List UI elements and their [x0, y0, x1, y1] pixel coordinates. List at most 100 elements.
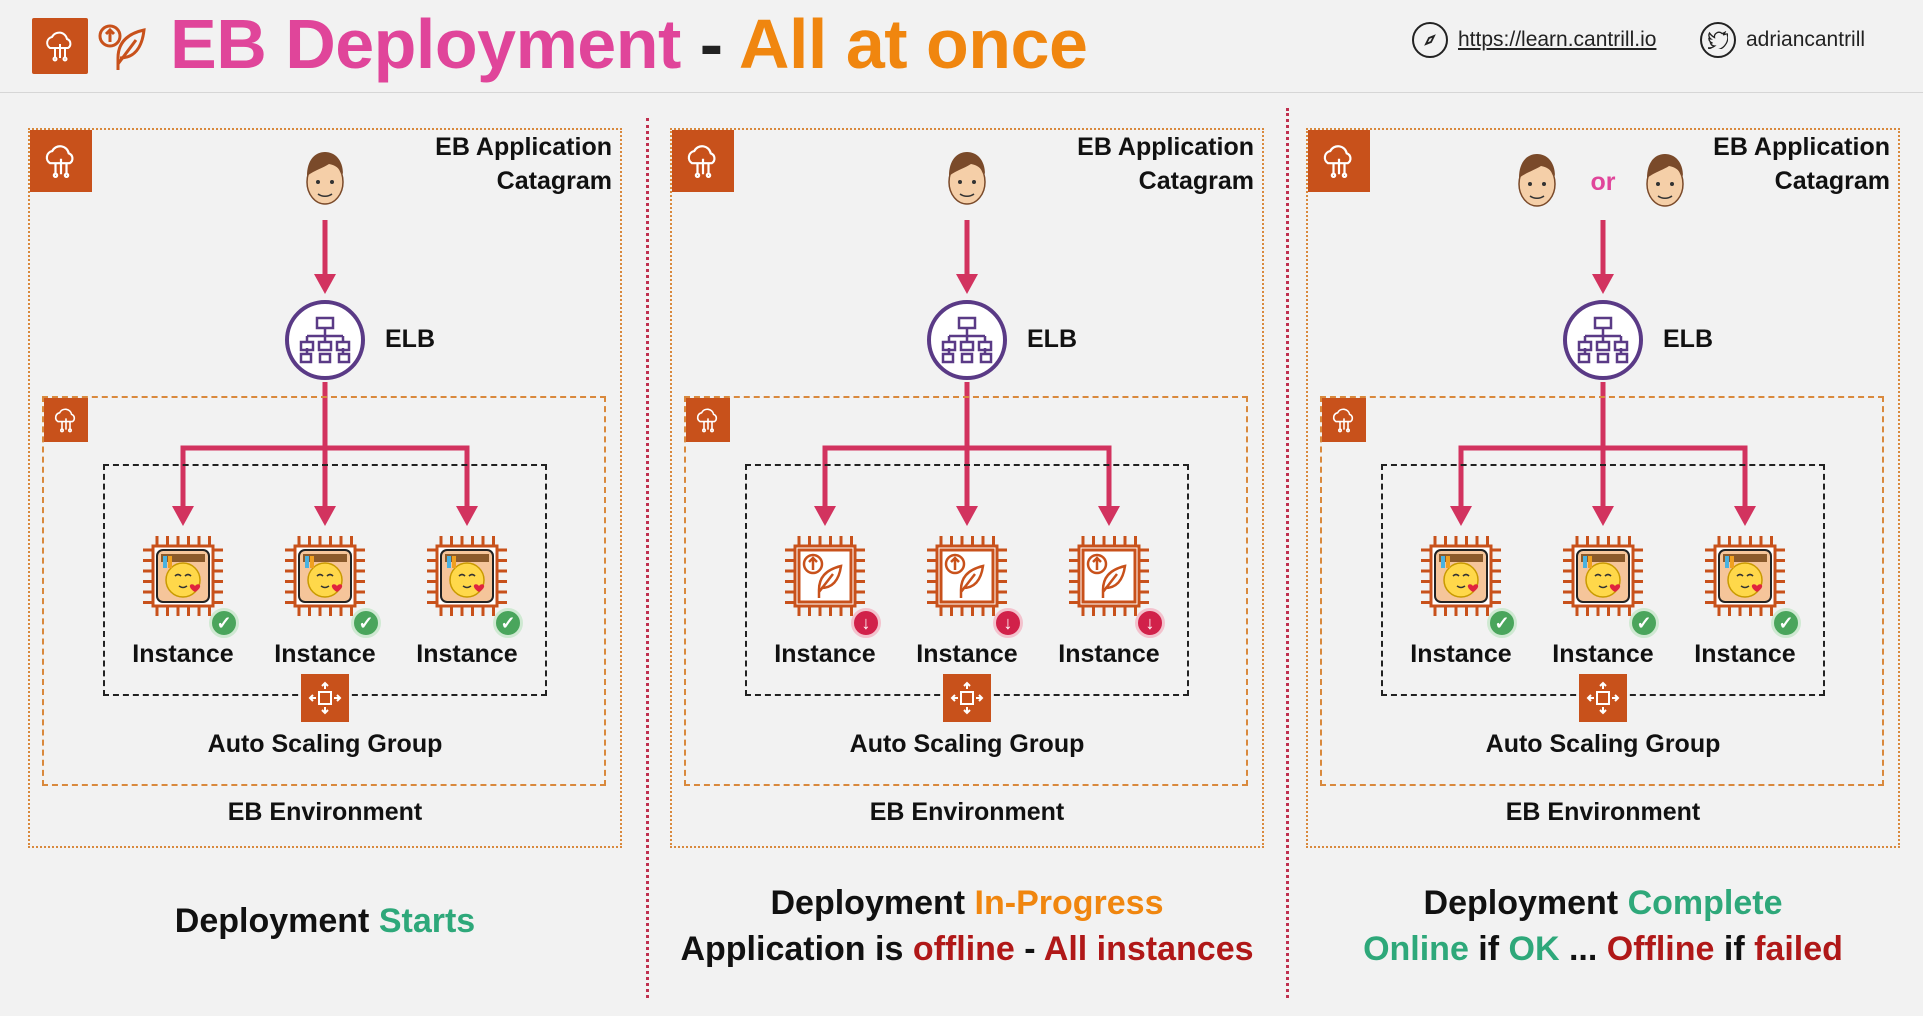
caption-segment: Complete	[1627, 884, 1783, 922]
ec2-instance-icon	[775, 526, 875, 626]
user-icon	[301, 148, 349, 210]
compass-icon	[1412, 22, 1448, 58]
eb-environment-icon	[1322, 398, 1366, 442]
user-icon	[943, 148, 991, 210]
auto-scaling-icon	[301, 674, 349, 722]
auto-scaling-group-label: Auto Scaling Group	[207, 730, 443, 758]
app-label-line1: EB Application	[1713, 133, 1890, 161]
app-label-line2: Catagram	[1138, 167, 1254, 195]
elb-label: ELB	[1663, 325, 1713, 353]
instance-label: Instance	[274, 640, 376, 668]
user-icon	[1513, 150, 1561, 212]
auto-scaling-group-label: Auto Scaling Group	[849, 730, 1085, 758]
auto-scaling-icon	[943, 674, 991, 722]
healthy-check-icon: ✓	[1629, 608, 1659, 638]
caption-segment: In-Progress	[974, 884, 1164, 922]
elb-icon	[1563, 300, 1643, 380]
elb-icon	[927, 300, 1007, 380]
caption-line: Deployment In-Progress	[650, 880, 1284, 926]
ec2-instance-icon	[133, 526, 233, 626]
page-title: EB Deployment - All at once	[170, 5, 1088, 83]
offline-down-icon: ↓	[1135, 608, 1165, 638]
offline-down-icon: ↓	[993, 608, 1023, 638]
ec2-instance-icon	[275, 526, 375, 626]
twitter-handle-text[interactable]: adriancantrill	[1746, 28, 1866, 51]
eb-environment-box	[1320, 396, 1884, 786]
panel-divider	[1286, 108, 1289, 998]
healthy-check-icon: ✓	[1771, 608, 1801, 638]
instance-label: Instance	[774, 640, 876, 668]
header-bar	[0, 0, 1923, 93]
deployment-caption: Deployment Starts	[8, 898, 642, 944]
app-label-line2: Catagram	[1774, 167, 1890, 195]
eb-environment-label: EB Environment	[1505, 798, 1701, 826]
instance-label: Instance	[916, 640, 1018, 668]
twitter-handle[interactable]: adriancantrill	[1700, 22, 1865, 58]
eb-application-icon	[672, 130, 734, 192]
caption-segment: if	[1468, 930, 1509, 968]
caption-line: Online if OK ... Offline if failed	[1286, 926, 1920, 972]
auto-scaling-group-label: Auto Scaling Group	[1485, 730, 1721, 758]
caption-segment: if	[1714, 930, 1755, 968]
app-label-line2: Catagram	[496, 167, 612, 195]
caption-segment: Application is	[680, 930, 913, 968]
caption-segment: OK	[1508, 930, 1560, 968]
twitter-icon	[1700, 22, 1736, 58]
elb-label: ELB	[385, 325, 435, 353]
course-link-text[interactable]: https://learn.cantrill.io	[1458, 28, 1657, 51]
eb-application-box	[28, 128, 622, 848]
eb-environment-label: EB Environment	[227, 798, 423, 826]
instance-label: Instance	[132, 640, 234, 668]
caption-segment: All instances	[1043, 930, 1254, 968]
eb-environment-icon	[686, 398, 730, 442]
app-label-line1: EB Application	[435, 133, 612, 161]
caption-segment: -	[1014, 930, 1044, 968]
panel-divider	[646, 118, 649, 998]
instance-label: Instance	[1694, 640, 1796, 668]
ec2-instance-icon	[417, 526, 517, 626]
beanstalk-leaf-icon	[96, 18, 152, 74]
user-icon	[1641, 150, 1689, 212]
connection-arrows	[1450, 220, 1756, 526]
ec2-instance-icon	[1695, 526, 1795, 626]
healthy-check-icon: ✓	[1487, 608, 1517, 638]
course-link[interactable]: https://learn.cantrill.io	[1412, 22, 1656, 58]
eb-environment-box	[42, 396, 606, 786]
eb-environment-label: EB Environment	[869, 798, 1065, 826]
eb-application-box	[670, 128, 1264, 848]
caption-segment: Offline	[1606, 930, 1715, 968]
eb-environment-icon	[44, 398, 88, 442]
instance-label: Instance	[416, 640, 518, 668]
instance-label: Instance	[1410, 640, 1512, 668]
caption-segment: Deployment	[174, 902, 379, 940]
caption-segment: ...	[1559, 930, 1607, 968]
caption-line: Application is offline - All instances	[650, 926, 1284, 972]
ec2-instance-icon	[1411, 526, 1511, 626]
healthy-check-icon: ✓	[209, 608, 239, 638]
eb-application-icon	[30, 130, 92, 192]
ec2-instance-icon	[1553, 526, 1653, 626]
elastic-beanstalk-logo-icon	[32, 18, 88, 74]
caption-line: Deployment Starts	[8, 898, 642, 944]
ec2-instance-icon	[917, 526, 1017, 626]
or-label: or	[1590, 168, 1616, 196]
ec2-instance-icon	[1059, 526, 1159, 626]
eb-application-icon	[1308, 130, 1370, 192]
caption-line: Deployment Complete	[1286, 880, 1920, 926]
instance-label: Instance	[1552, 640, 1654, 668]
caption-segment: Online	[1363, 930, 1469, 968]
healthy-check-icon: ✓	[493, 608, 523, 638]
eb-environment-box	[684, 396, 1248, 786]
instance-label: Instance	[1058, 640, 1160, 668]
connection-arrows	[172, 220, 478, 526]
app-label-line1: EB Application	[1077, 133, 1254, 161]
healthy-check-icon: ✓	[351, 608, 381, 638]
eb-application-box	[1306, 128, 1900, 848]
connection-arrows	[814, 220, 1120, 526]
caption-segment: Deployment	[1423, 884, 1628, 922]
